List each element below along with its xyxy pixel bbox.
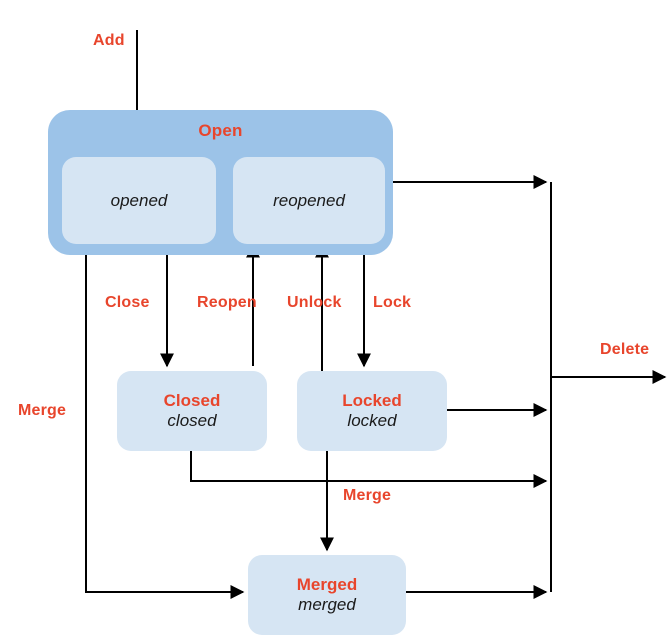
edge-closed-to-delete-bus <box>190 451 548 488</box>
transition-label-reopen: Reopen <box>197 294 257 311</box>
state-closed-title: Closed <box>163 390 221 410</box>
state-locked[interactable]: Locked locked <box>297 371 447 451</box>
composite-state-title: Open <box>198 121 243 140</box>
state-opened-code: opened <box>110 190 168 210</box>
transition-label-lock: Lock <box>373 294 412 311</box>
state-closed-code: closed <box>167 411 217 431</box>
transition-label-close: Close <box>105 294 150 311</box>
transition-label-merge-left: Merge <box>18 402 67 419</box>
state-reopened-code: reopened <box>273 190 345 210</box>
state-closed[interactable]: Closed closed <box>117 371 267 451</box>
transition-label-add: Add <box>93 32 125 49</box>
state-merged-title: Merged <box>296 574 358 594</box>
transition-label-delete: Delete <box>600 341 650 358</box>
state-reopened[interactable]: reopened <box>233 157 385 244</box>
transition-label-merge-center: Merge <box>343 487 392 504</box>
state-merged[interactable]: Merged merged <box>248 555 406 635</box>
edge-merge-left <box>85 255 245 599</box>
state-opened[interactable]: opened <box>62 157 216 244</box>
state-locked-code: locked <box>347 411 397 431</box>
transition-label-unlock: Unlock <box>287 294 342 311</box>
state-locked-title: Locked <box>342 390 402 410</box>
state-merged-code: merged <box>298 595 356 615</box>
